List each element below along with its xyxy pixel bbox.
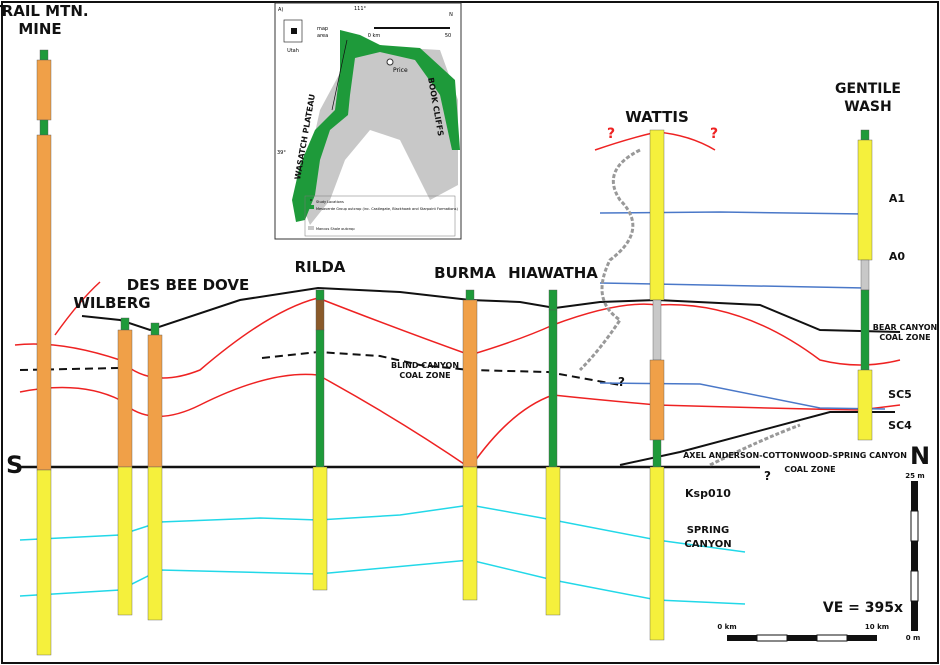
- spring-canyon-top-line: [19, 504, 746, 553]
- map-state-label: Utah: [287, 48, 299, 54]
- column-segment-yellow: [462, 466, 478, 601]
- map-scale-left: 0 km: [368, 33, 381, 39]
- h-scale-right: 10 km: [865, 623, 889, 631]
- map-north: N: [449, 12, 453, 18]
- question-mark-blind: ?: [618, 375, 625, 389]
- map-longitude: 111°: [354, 6, 367, 12]
- vertical-scale-bar: [910, 481, 919, 631]
- column-segment-orange: [36, 59, 52, 121]
- question-mark-axel: ?: [764, 469, 771, 483]
- column-segment-gray: [860, 259, 870, 291]
- column-segment-yellow: [147, 466, 163, 621]
- blind-canyon-label-2: COAL ZONE: [399, 371, 450, 380]
- a0-label: A0: [889, 250, 906, 263]
- column-wilberg: [117, 317, 133, 616]
- column-segment-yellow: [857, 139, 873, 261]
- top-surface-line: [81, 286, 901, 333]
- vertical-exaggeration: VE = 395x: [823, 600, 903, 616]
- column-des-bee-dove: [147, 322, 163, 621]
- column-segment-brown: [315, 299, 325, 331]
- vertical-scale-bottom: 0 m: [906, 634, 921, 642]
- column-segment-orange: [649, 359, 665, 441]
- well-label-gentile-2: WASH: [844, 99, 891, 115]
- column-segment-green: [652, 439, 662, 468]
- blind-canyon-label: BLIND CANYON: [391, 361, 459, 370]
- column-segment-gray: [652, 299, 662, 361]
- column-segment-green: [120, 317, 130, 331]
- map-panel-label: A): [278, 7, 283, 13]
- axel-label-2: COAL ZONE: [784, 465, 835, 474]
- interfinger-gray-upper: [578, 148, 641, 372]
- column-segment-green: [548, 289, 558, 311]
- well-label-burma: BURMA: [434, 264, 496, 282]
- column-segment-yellow: [36, 469, 52, 656]
- column-segment-yellow: [857, 369, 873, 441]
- column-segment-green: [39, 49, 49, 61]
- vertical-scale-top: 25 m: [905, 472, 924, 480]
- column-segment-orange: [36, 134, 52, 471]
- column-segment-yellow: [545, 466, 561, 616]
- column-segment-green: [465, 289, 475, 301]
- well-label-des-bee-dove: DES BEE DOVE: [127, 276, 250, 294]
- sc4-label: SC4: [888, 419, 912, 432]
- bear-canyon-label: BEAR CANYON: [873, 323, 937, 332]
- map-city-price: Price: [393, 67, 408, 74]
- horizontal-scale-bar: [727, 634, 877, 642]
- column-segment-orange: [147, 334, 163, 468]
- spring-canyon-label: SPRING: [687, 525, 730, 536]
- map-inset-label: map: [317, 26, 328, 32]
- column-trail-mtn: [36, 49, 52, 656]
- question-mark-wattis-right: ?: [710, 126, 718, 142]
- well-label-hiawatha: HIAWATHA: [508, 264, 598, 282]
- map-latitude: 39°: [277, 150, 286, 156]
- question-mark-wattis-left: ?: [607, 126, 615, 142]
- column-segment-green: [315, 289, 325, 301]
- map-legend-mesaverde: Mesaverde Group outcrop (inc. Castlegate…: [316, 207, 458, 211]
- well-label-rilda: RILDA: [295, 258, 346, 276]
- h-scale-left: 0 km: [717, 623, 736, 631]
- axel-label: AXEL ANDERSON-COTTONWOOD-SPRING CANYON: [683, 451, 907, 460]
- well-label-trail-mtn: TRAIL MTN.: [0, 2, 89, 20]
- column-segment-green: [548, 309, 558, 468]
- column-segment-green: [860, 289, 870, 371]
- column-segment-yellow: [117, 466, 133, 616]
- map-legend-mancos: Mancos Shale outcrop: [316, 227, 355, 231]
- column-segment-yellow: [649, 129, 665, 301]
- column-rilda: [312, 289, 328, 591]
- column-segment-green: [39, 119, 49, 136]
- stratigraphic-columns: [36, 49, 873, 656]
- column-segment-orange: [117, 329, 133, 468]
- mesaverde-outcrop-area: [292, 30, 460, 222]
- column-wattis: [649, 129, 665, 641]
- column-hiawatha: [545, 289, 561, 616]
- south-label: S: [6, 451, 23, 479]
- column-segment-green: [315, 329, 325, 468]
- map-inset-label-2: area: [317, 33, 328, 39]
- location-map: [274, 2, 462, 240]
- map-legend-study-locations: Study Locations: [316, 200, 344, 204]
- column-segment-yellow: [649, 466, 665, 641]
- ksp010-label: Ksp010: [685, 487, 731, 500]
- red-trail-branch: [54, 281, 101, 336]
- sc5-label: SC5: [888, 388, 912, 401]
- north-label: N: [910, 442, 930, 470]
- bear-canyon-label-2: COAL ZONE: [879, 333, 930, 342]
- blue-sc5-line: [599, 382, 886, 410]
- well-label-wattis: WATTIS: [625, 108, 689, 126]
- column-segment-orange: [462, 299, 478, 468]
- blue-a1-line: [599, 211, 866, 215]
- column-gentile-wash: [857, 129, 873, 441]
- well-label-trail-mtn-2: MINE: [18, 20, 61, 38]
- well-label-gentile: GENTILE: [835, 81, 901, 97]
- column-burma: [462, 289, 478, 601]
- column-segment-yellow: [312, 466, 328, 591]
- blue-a0-line: [599, 282, 866, 289]
- spring-canyon-label-2: CANYON: [684, 539, 731, 550]
- a1-label: A1: [889, 192, 905, 205]
- map-scale-right: 50: [445, 33, 451, 39]
- column-segment-green: [150, 322, 160, 336]
- well-label-wilberg: WILBERG: [73, 294, 150, 312]
- column-segment-green: [860, 129, 870, 141]
